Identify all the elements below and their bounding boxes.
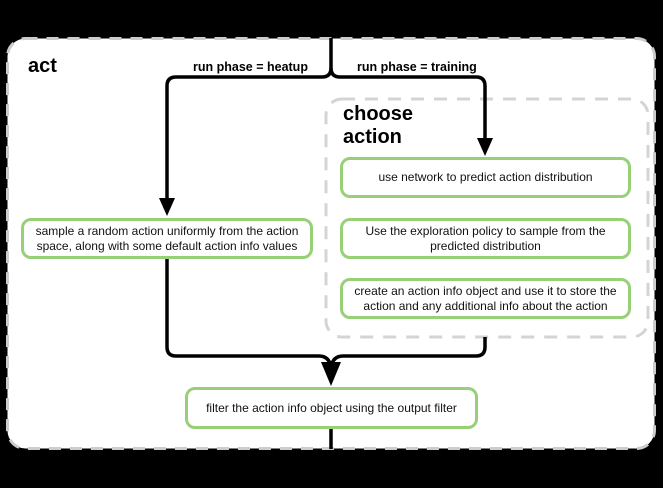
node-sample-random-action: sample a random action uniformly from th… [21, 218, 313, 259]
node-filter-output-label: filter the action info object using the … [206, 400, 457, 415]
edge-label-heatup: run phase = heatup [193, 60, 308, 74]
node-create-action-info: create an action info object and use it … [340, 278, 631, 319]
node-predict-distribution: use network to predict action distributi… [340, 157, 631, 198]
edge-heatup-to-merge [165, 258, 333, 368]
node-create-action-info-label: create an action info object and use it … [354, 283, 617, 313]
act-function-title: act [28, 55, 57, 77]
edge-training-to-merge [329, 337, 487, 368]
node-filter-output: filter the action info object using the … [185, 387, 478, 429]
arrowhead-heatup-icon [159, 198, 175, 216]
choose-action-group-box [324, 97, 650, 339]
node-exploration-sample-label: Use the exploration policy to sample fro… [365, 223, 606, 253]
edge-training-branch [329, 67, 487, 140]
edge-label-training: run phase = training [357, 60, 477, 74]
arrowhead-training-icon [477, 138, 493, 156]
choose-action-group-title: choose action [343, 103, 414, 148]
node-exploration-sample: Use the exploration policy to sample fro… [340, 218, 631, 259]
node-predict-distribution-label: use network to predict action distributi… [378, 170, 593, 185]
arrowhead-merge-icon [321, 362, 341, 386]
node-sample-random-action-label: sample a random action uniformly from th… [35, 223, 299, 253]
